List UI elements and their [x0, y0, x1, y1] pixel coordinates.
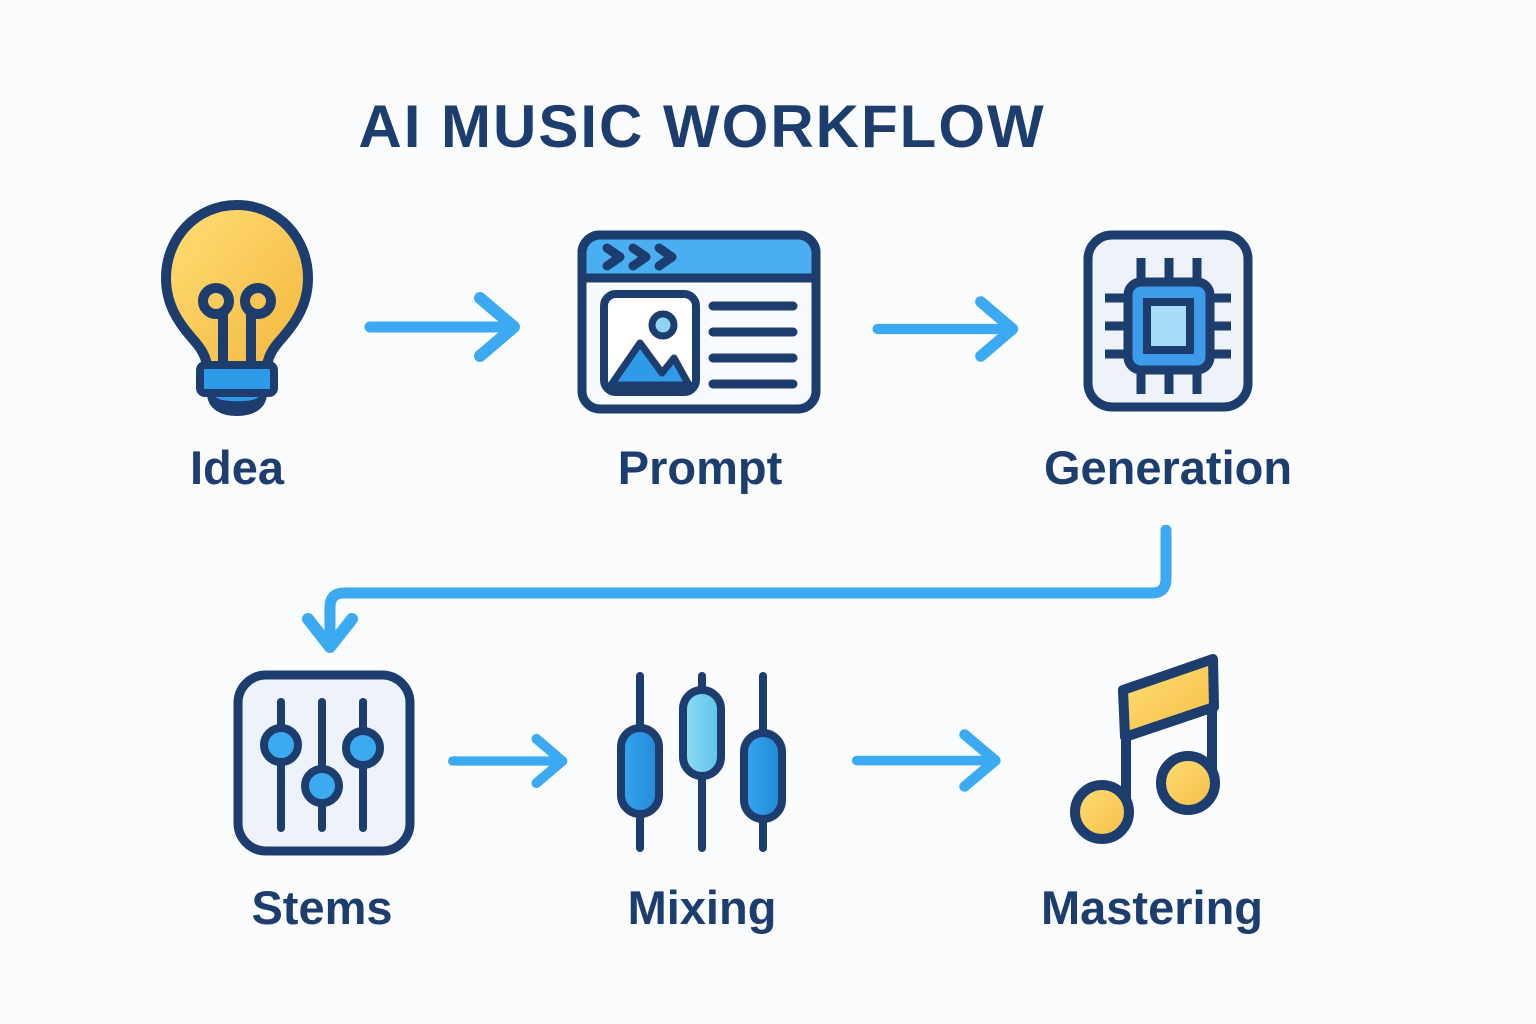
step-label-mixing: Mixing [627, 881, 777, 934]
elbow-connector-arrow-icon [302, 525, 1172, 653]
arrow-right-icon [364, 292, 520, 362]
cpu-chip-icon [1083, 230, 1253, 412]
arrow-right-icon [448, 733, 568, 789]
step-label-idea: Idea [189, 441, 285, 494]
step-label-mastering: Mastering [1041, 881, 1263, 934]
step-label-prompt: Prompt [617, 441, 783, 494]
mixer-faders-icon [617, 672, 786, 852]
sliders-icon [233, 670, 415, 856]
browser-window-icon [577, 230, 821, 414]
arrow-right-icon [851, 729, 1001, 792]
step-label-stems: Stems [251, 881, 393, 934]
lightbulb-icon [161, 200, 313, 416]
diagram-title: AI MUSIC WORKFLOW [358, 93, 1046, 160]
arrow-right-icon [872, 296, 1019, 362]
step-label-generation: Generation [1043, 441, 1293, 494]
music-note-icon [1070, 654, 1220, 844]
